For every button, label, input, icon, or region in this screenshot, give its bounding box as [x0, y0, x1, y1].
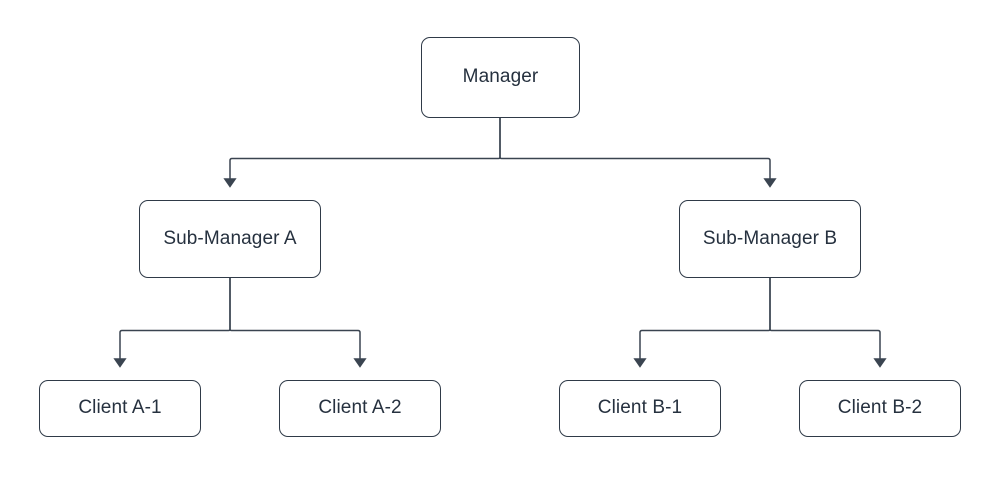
- node-sub-manager-b-label: Sub-Manager B: [702, 227, 838, 249]
- node-client-a1-label: Client A-1: [78, 397, 162, 419]
- node-sub-manager-a[interactable]: Sub-Manager A: [139, 200, 321, 278]
- edge-manager-to-sub-manager-a: [223, 117, 501, 188]
- edge-sub-manager-b-to-client-b2: [769, 277, 887, 368]
- node-client-b2-label: Client B-2: [837, 397, 923, 419]
- node-sub-manager-a-label: Sub-Manager A: [163, 227, 297, 249]
- edge-sub-manager-a-to-client-a2: [229, 277, 367, 368]
- node-client-b1-label: Client B-1: [597, 397, 683, 419]
- node-sub-manager-b[interactable]: Sub-Manager B: [679, 200, 861, 278]
- edge-manager-to-sub-manager-b: [499, 117, 777, 188]
- edge-sub-manager-b-to-client-b1: [633, 277, 771, 368]
- node-client-a2[interactable]: Client A-2: [279, 380, 441, 437]
- edge-sub-manager-a-to-client-a1: [113, 277, 231, 368]
- node-client-b2[interactable]: Client B-2: [799, 380, 961, 437]
- node-manager-label: Manager: [462, 66, 539, 88]
- node-client-a1[interactable]: Client A-1: [39, 380, 201, 437]
- node-client-b1[interactable]: Client B-1: [559, 380, 721, 437]
- node-client-a2-label: Client A-2: [318, 397, 402, 419]
- node-manager[interactable]: Manager: [421, 37, 580, 118]
